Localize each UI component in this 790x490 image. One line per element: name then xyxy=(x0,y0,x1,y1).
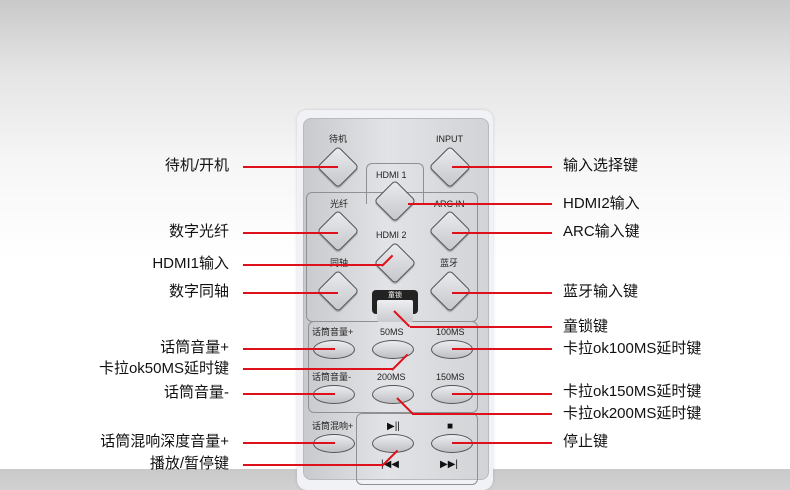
line-optical xyxy=(243,232,338,234)
callout-input-select: 输入选择键 xyxy=(563,157,638,175)
label-standby: 待机 xyxy=(329,134,347,144)
label-mic-vol-up: 话筒音量+ xyxy=(312,327,353,337)
callout-arc-input: ARC输入键 xyxy=(563,223,640,241)
label-150ms: 150MS xyxy=(436,372,465,382)
callout-mic-vol-down: 话筒音量- xyxy=(164,384,229,402)
callout-child-lock: 童锁键 xyxy=(563,318,608,336)
callout-digital-optical: 数字光纤 xyxy=(169,223,229,241)
callout-karaoke-100ms: 卡拉ok100MS延时键 xyxy=(563,340,701,358)
line-reverb-up xyxy=(243,442,335,444)
line-100ms xyxy=(452,348,552,350)
stop-icon: ■ xyxy=(447,421,453,433)
line-play-pause xyxy=(243,464,383,466)
label-mic-vol-down: 话筒音量- xyxy=(312,372,351,382)
label-50ms: 50MS xyxy=(380,327,404,337)
label-bluetooth: 蓝牙 xyxy=(440,258,458,268)
label-200ms: 200MS xyxy=(377,372,406,382)
line-50ms xyxy=(243,368,393,370)
line-coaxial xyxy=(243,292,338,294)
line-arc xyxy=(452,232,552,234)
callout-play-pause: 播放/暂停键 xyxy=(150,455,229,473)
callout-standby-power: 待机/开机 xyxy=(165,157,229,175)
ms50-button[interactable] xyxy=(372,340,414,359)
callout-mic-vol-up: 话筒音量+ xyxy=(160,339,229,357)
label-mic-reverb-up: 话筒混响+ xyxy=(312,421,353,431)
label-hdmi2: HDMI 2 xyxy=(376,230,407,240)
callout-karaoke-50ms: 卡拉ok50MS延时键 xyxy=(99,360,229,378)
label-optical: 光纤 xyxy=(330,199,348,209)
line-lock xyxy=(410,326,552,328)
line-hdmi1 xyxy=(243,264,383,266)
label-100ms: 100MS xyxy=(436,327,465,337)
line-200ms xyxy=(412,413,552,415)
line-standby xyxy=(243,166,338,168)
callout-stop: 停止键 xyxy=(563,433,608,451)
label-hdmi1: HDMI 1 xyxy=(376,170,407,180)
play-pause-icon: ▶|| xyxy=(387,421,400,433)
play-pause-button[interactable] xyxy=(372,434,414,453)
next-icon: ▶▶| xyxy=(440,459,458,471)
callout-bluetooth-input: 蓝牙输入键 xyxy=(563,283,638,301)
callout-karaoke-150ms: 卡拉ok150MS延时键 xyxy=(563,383,701,401)
line-bluetooth xyxy=(452,292,552,294)
line-mic-vol-up xyxy=(243,348,335,350)
line-hdmi2 xyxy=(408,203,552,205)
line-input-select xyxy=(452,166,552,168)
callout-digital-coaxial: 数字同轴 xyxy=(169,283,229,301)
ms200-button[interactable] xyxy=(372,385,414,404)
label-coaxial: 同轴 xyxy=(330,258,348,268)
callout-hdmi2-input: HDMI2输入 xyxy=(563,195,640,213)
line-mic-vol-down xyxy=(243,393,335,395)
callout-karaoke-200ms: 卡拉ok200MS延时键 xyxy=(563,405,701,423)
callout-mic-reverb-depth-up: 话筒混响深度音量+ xyxy=(100,433,229,451)
callout-hdmi1-input: HDMI1输入 xyxy=(152,255,229,273)
line-150ms xyxy=(452,393,552,395)
label-input: INPUT xyxy=(436,134,463,144)
label-lock: 童锁 xyxy=(372,292,418,300)
line-stop xyxy=(452,442,552,444)
